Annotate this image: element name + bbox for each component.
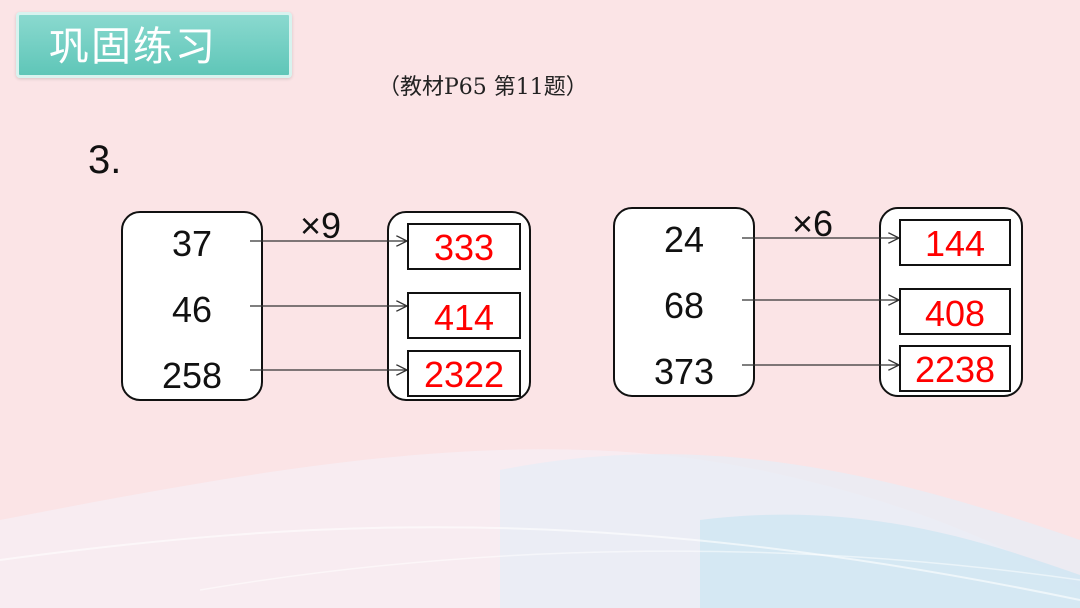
answer-value: 2238 — [914, 349, 996, 390]
answer-frame-1-3 — [407, 350, 521, 397]
input-value: 24 — [663, 219, 705, 260]
slide-title: 巩固练习 — [49, 24, 217, 70]
answer-value: 333 — [433, 227, 495, 268]
answer-frame-1-2 — [407, 292, 521, 339]
input-value: 46 — [171, 289, 213, 330]
input-value: 373 — [653, 351, 715, 392]
input-value: 258 — [161, 355, 223, 396]
answer-frame-1-1 — [407, 223, 521, 270]
answer-value: 408 — [924, 293, 986, 334]
answer-frame-2-1 — [899, 219, 1011, 266]
textbook-source: （教材P65 第11题） — [378, 75, 588, 100]
answer-value: 2322 — [423, 354, 505, 395]
title-badge: 巩固练习 — [16, 12, 292, 78]
operator-label-1: ×9 — [300, 205, 342, 246]
answer-frame-2-2 — [899, 288, 1011, 335]
input-value: 37 — [171, 223, 213, 264]
input-box-2 — [613, 207, 755, 397]
answer-value: 144 — [924, 223, 986, 264]
operator-label-2: ×6 — [792, 203, 834, 244]
answer-value: 414 — [433, 297, 495, 338]
answer-frame-2-3 — [899, 345, 1011, 392]
question-number: 3. — [88, 138, 122, 182]
input-value: 68 — [663, 285, 705, 326]
